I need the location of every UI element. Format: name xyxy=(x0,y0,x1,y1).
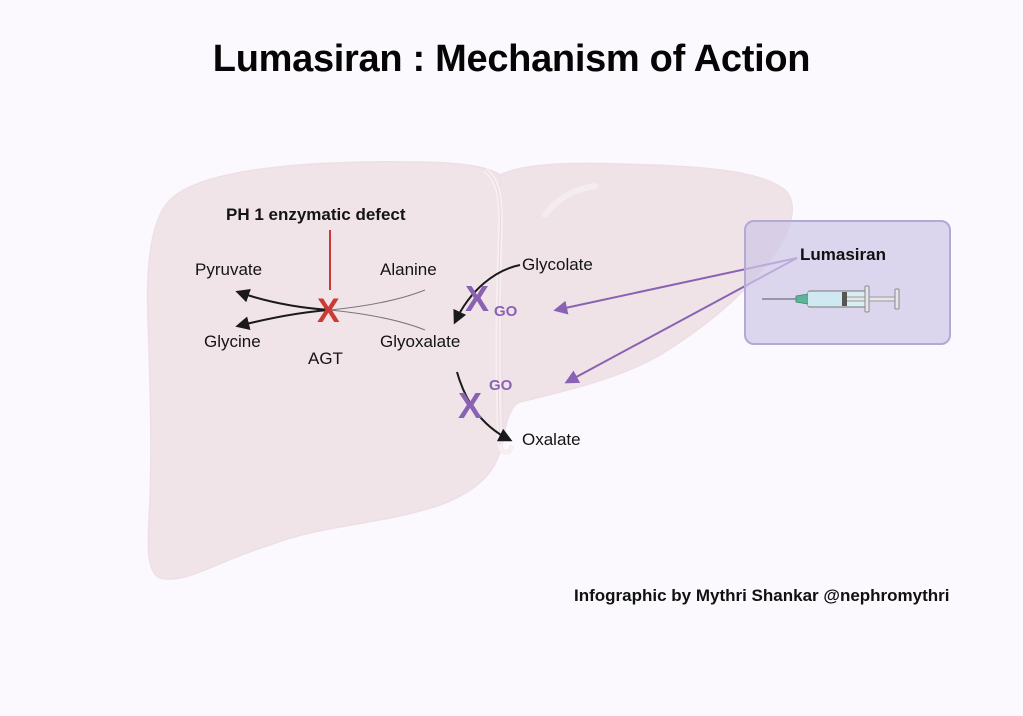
arrow-to-glycine xyxy=(235,309,331,331)
arrow-glyoxalate-to-oxalate xyxy=(456,371,513,442)
liver-illustration xyxy=(146,161,793,580)
defect-label: PH 1 enzymatic defect xyxy=(226,205,406,224)
drug-panel: Lumasiran xyxy=(744,220,951,345)
drug-name: Lumasiran xyxy=(800,245,886,264)
liver-right-lobe xyxy=(146,161,504,580)
arrow-to-pyruvate xyxy=(235,289,331,311)
label-go-enzyme-2: GO xyxy=(489,377,513,394)
label-glycine: Glycine xyxy=(204,332,261,351)
liver-highlight xyxy=(542,183,598,218)
label-agt-enzyme: AGT xyxy=(308,349,343,368)
label-glyoxalate: Glyoxalate xyxy=(380,332,461,351)
label-oxalate: Oxalate xyxy=(522,430,581,449)
arrow-glycolate-to-glyoxalate xyxy=(453,264,521,325)
label-glycolate: Glycolate xyxy=(522,255,593,274)
glyoxalate-input-curve xyxy=(329,309,426,331)
page-title: Lumasiran : Mechanism of Action xyxy=(212,38,811,80)
go-block-x-icon-1: X xyxy=(465,278,490,319)
label-pyruvate: Pyruvate xyxy=(195,260,263,279)
syringe-icon xyxy=(762,285,900,313)
label-go-enzyme-1: GO xyxy=(494,303,518,320)
go-block-x-icon-2: X xyxy=(458,385,483,426)
label-alanine: Alanine xyxy=(380,260,437,279)
agt-block-x-icon: X xyxy=(317,292,340,330)
credit-line: Infographic by Mythri Shankar @nephromyt… xyxy=(574,586,950,605)
alanine-input-curve xyxy=(329,289,426,311)
